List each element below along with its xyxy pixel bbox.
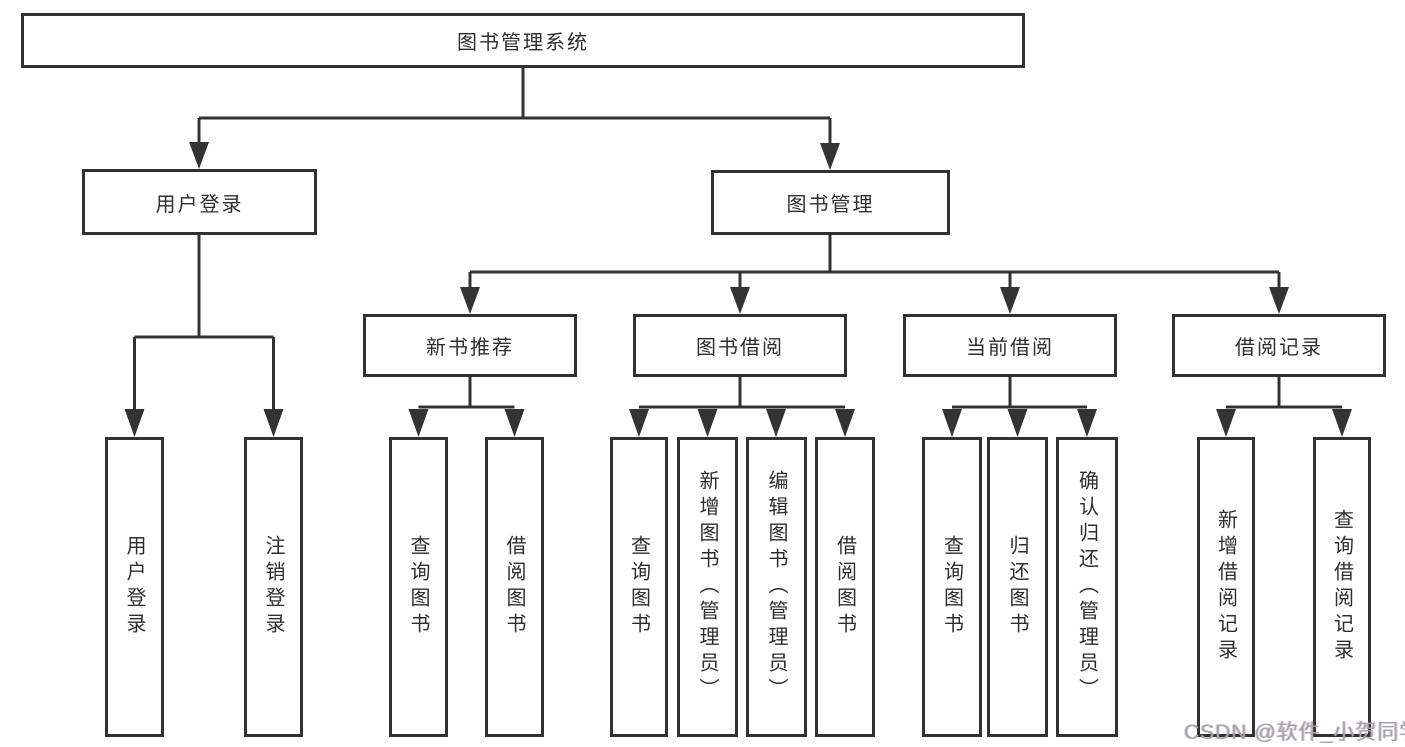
leaf-user-login: 用户登录 bbox=[105, 437, 164, 737]
leaf-query-borrow-record: 查询借阅记录 bbox=[1313, 437, 1371, 737]
node-current-borrow: 当前借阅 bbox=[903, 314, 1117, 377]
connector-records-children bbox=[1216, 377, 1352, 437]
connector-root-to-level2 bbox=[189, 67, 840, 170]
arrow-down-icon bbox=[1332, 409, 1352, 437]
arrow-down-icon bbox=[1269, 287, 1289, 314]
node-library-system: 图书管理系统 bbox=[21, 13, 1025, 68]
node-book-borrow: 图书借阅 bbox=[633, 314, 847, 377]
arrow-down-icon bbox=[1077, 409, 1097, 437]
connector-user-login-children bbox=[124, 234, 284, 437]
leaf-return-book: 归还图书 bbox=[987, 437, 1048, 737]
arrow-down-icon bbox=[629, 409, 649, 437]
watermark-text: CSDN @软件_小贺同学 bbox=[1184, 721, 1405, 744]
leaf-current-query-book: 查询图书 bbox=[922, 437, 982, 737]
arrow-down-icon bbox=[766, 409, 786, 437]
node-book-management: 图书管理 bbox=[711, 170, 950, 235]
arrow-down-icon bbox=[730, 287, 750, 314]
arrow-down-icon bbox=[835, 409, 855, 437]
leaf-recommend-query-book: 查询图书 bbox=[389, 437, 448, 737]
leaf-borrow-book: 借阅图书 bbox=[815, 437, 875, 737]
arrow-down-icon bbox=[189, 142, 209, 169]
node-borrow-records: 借阅记录 bbox=[1172, 314, 1386, 377]
arrow-down-icon bbox=[504, 409, 525, 437]
arrow-down-icon bbox=[820, 143, 840, 170]
arrow-down-icon bbox=[1007, 409, 1028, 437]
connector-book-mgmt-children bbox=[460, 235, 1289, 314]
arrow-down-icon bbox=[460, 287, 480, 314]
arrow-down-icon bbox=[697, 409, 718, 437]
node-new-book-recommend: 新书推荐 bbox=[363, 314, 577, 377]
arrow-down-icon bbox=[1000, 287, 1020, 314]
arrow-down-icon bbox=[263, 409, 284, 437]
connector-borrow-children bbox=[629, 377, 855, 437]
arrow-down-icon bbox=[408, 409, 429, 437]
leaf-recommend-borrow-book: 借阅图书 bbox=[485, 437, 544, 737]
leaf-borrow-query-book: 查询图书 bbox=[610, 437, 668, 737]
leaf-logout-login: 注销登录 bbox=[244, 437, 303, 737]
leaf-add-book-admin: 新增图书（管理员） bbox=[677, 437, 738, 737]
arrow-down-icon bbox=[124, 409, 145, 437]
arrow-down-icon bbox=[942, 409, 962, 437]
arrow-down-icon bbox=[1216, 409, 1236, 437]
connector-current-children bbox=[942, 377, 1097, 437]
leaf-add-borrow-record: 新增借阅记录 bbox=[1197, 437, 1255, 737]
leaf-confirm-return-admin: 确认归还（管理员） bbox=[1056, 437, 1118, 737]
node-user-login: 用户登录 bbox=[82, 169, 317, 235]
connector-recommend-children bbox=[408, 377, 525, 437]
leaf-edit-book-admin: 编辑图书（管理员） bbox=[746, 437, 807, 737]
